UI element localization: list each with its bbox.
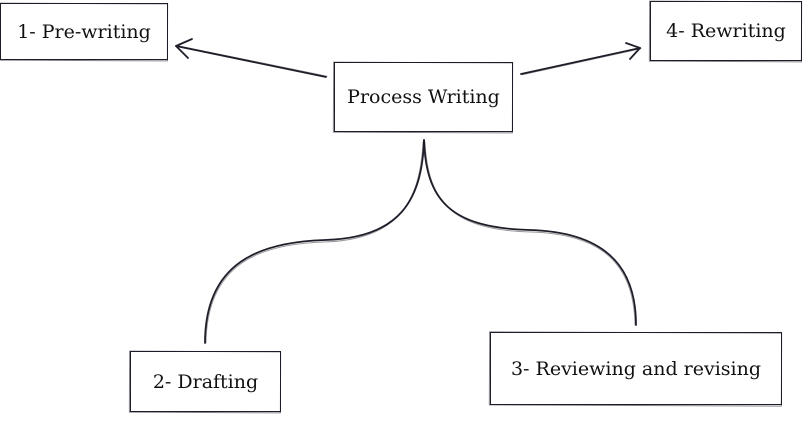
edge-center-to-reviewing	[423, 139, 637, 326]
node-reviewing-and-revising-label: 3- Reviewing and revising	[510, 357, 762, 380]
node-rewriting: 4- Rewriting	[650, 1, 802, 61]
node-pre-writing: 1- Pre-writing	[0, 3, 168, 60]
node-drafting: 2- Drafting	[130, 351, 281, 412]
arrowhead-prewriting	[175, 38, 193, 59]
node-drafting-label: 2- Drafting	[152, 370, 259, 393]
node-process-writing-label: Process Writing	[347, 86, 500, 108]
node-process-writing: Process Writing	[334, 62, 513, 132]
node-rewriting-label: 4- Rewriting	[666, 20, 786, 42]
node-reviewing-and-revising: 3- Reviewing and revising	[490, 332, 782, 405]
edge-center-to-drafting	[204, 139, 425, 344]
edge-center-to-rewriting	[520, 42, 642, 76]
node-pre-writing-label: 1- Pre-writing	[17, 20, 151, 43]
arrowhead-rewriting	[625, 42, 641, 60]
edge-center-to-prewriting	[175, 38, 328, 78]
